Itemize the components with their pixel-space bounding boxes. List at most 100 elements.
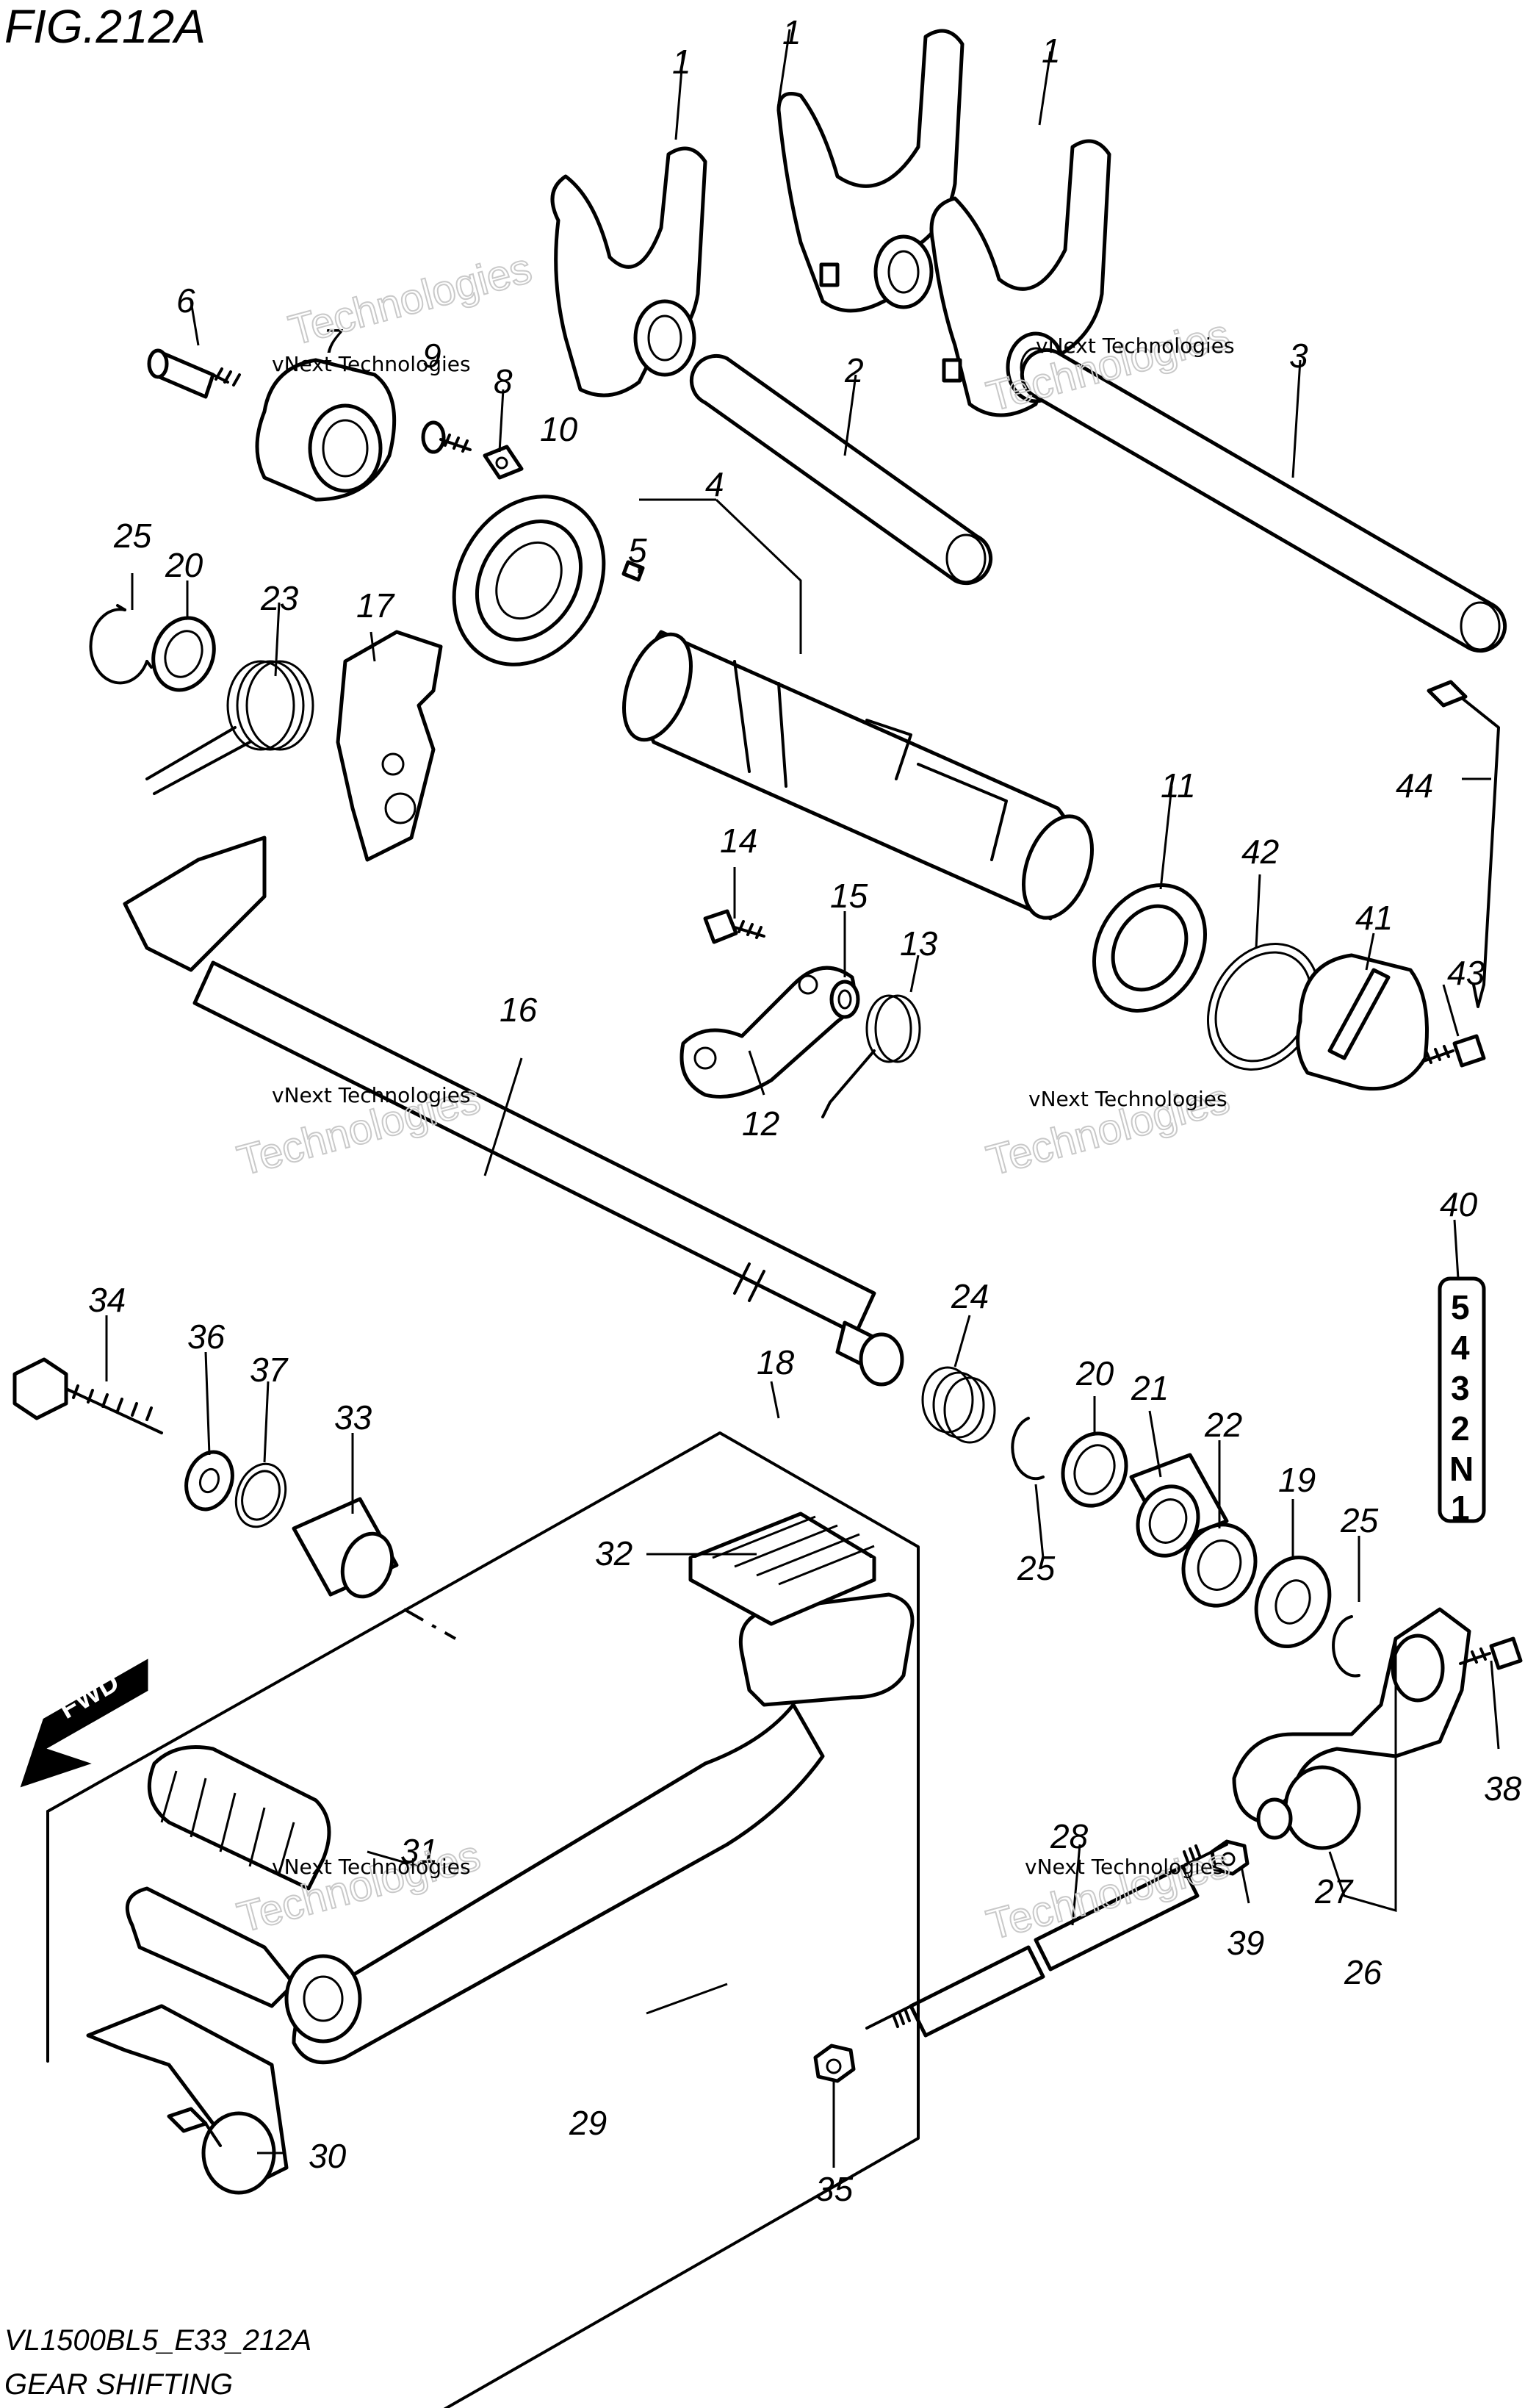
callout-31: 31 [400, 1832, 438, 1870]
callout-1-middle: 1 [782, 13, 801, 51]
callout-7: 7 [323, 322, 343, 360]
callout-13: 13 [900, 924, 938, 963]
callout-10: 10 [540, 410, 578, 448]
callout-6: 6 [176, 281, 195, 320]
gearshift-link-rod [865, 1843, 1228, 2038]
callout-40: 40 [1440, 1185, 1478, 1223]
callout-29: 29 [569, 2104, 607, 2142]
shaft-return-spring [145, 660, 314, 795]
callout-24: 24 [951, 1277, 989, 1315]
gear-pos-5: 5 [1451, 1288, 1470, 1326]
gearshift-cam [621, 630, 1095, 921]
gear-pos-2: 2 [1451, 1409, 1470, 1448]
callout-labels: 1 1 1 2 3 4 5 6 7 8 9 10 11 12 13 14 15 … [88, 13, 1522, 2208]
callout-36: 36 [187, 1318, 226, 1356]
bearing-upper [452, 495, 606, 666]
callout-9: 9 [422, 337, 441, 375]
figure-title: FIG.212A [4, 0, 206, 53]
gear-position-indicator: 5 4 3 2 N 1 [1438, 1276, 1486, 1527]
callout-14: 14 [720, 822, 757, 860]
figure-section-name: GEAR SHIFTING [4, 2368, 233, 2401]
callout-30: 30 [309, 2137, 347, 2175]
gearshift-pedal [86, 1592, 915, 2185]
callout-1-right: 1 [1042, 32, 1061, 70]
callout-23: 23 [260, 579, 299, 617]
callout-37: 37 [250, 1351, 289, 1389]
callout-1-left: 1 [672, 43, 691, 81]
pedal-rubber-toe [147, 1745, 331, 1891]
gear-position-wire [1427, 680, 1500, 1008]
callout-20-upper: 20 [165, 546, 203, 584]
watermark-low-right: vNext Technologies [1025, 1855, 1224, 1879]
pin [147, 348, 241, 399]
shift-fork-left [550, 146, 707, 398]
callout-5: 5 [628, 531, 647, 569]
circlip-lower-right [1332, 1615, 1360, 1678]
washer-thin [1254, 1555, 1332, 1649]
callout-35: 35 [815, 2170, 854, 2208]
callout-3: 3 [1289, 337, 1308, 375]
callout-39: 39 [1227, 1924, 1264, 1962]
callout-4: 4 [705, 465, 724, 503]
coil-spring [921, 1366, 996, 1444]
pedal-group-outline [46, 1431, 920, 2408]
callout-42: 42 [1241, 833, 1279, 871]
leader-lines [105, 29, 1500, 2168]
nut-upper [1210, 1839, 1250, 1876]
gear-pos-n: N [1449, 1450, 1474, 1488]
figure-model-code: VL1500BL5_E33_212A [4, 2324, 311, 2357]
callout-17: 17 [356, 586, 395, 625]
callout-16: 16 [500, 991, 538, 1029]
callout-19: 19 [1278, 1461, 1316, 1499]
oil-seal [1181, 1523, 1258, 1608]
callout-34: 34 [88, 1281, 126, 1319]
washer-pedal [184, 1450, 234, 1512]
callout-18: 18 [757, 1343, 795, 1381]
pedal-rubber-heel [688, 1512, 876, 1626]
shift-fork-middle [776, 29, 965, 313]
washer-lower [1061, 1431, 1128, 1508]
callout-15: 15 [830, 877, 868, 915]
callout-20-lower: 20 [1075, 1354, 1114, 1392]
callout-12: 12 [742, 1104, 779, 1143]
callout-25-upper: 25 [113, 517, 152, 555]
collar-pedal [292, 1497, 399, 1599]
screw [421, 420, 472, 454]
bolt-arm [1459, 1636, 1523, 1670]
callout-41: 41 [1355, 899, 1393, 937]
watermark-top-left-big: Technologies [284, 244, 537, 354]
callout-21: 21 [1131, 1369, 1169, 1407]
collar-small [829, 980, 860, 1019]
o-ring-pedal [234, 1462, 287, 1528]
circlip-upper [89, 604, 153, 685]
bearing-lower [1092, 883, 1207, 1013]
watermark-mid-right: vNext Technologies [1028, 1087, 1227, 1111]
callout-27: 27 [1314, 1872, 1354, 1911]
fork-shaft-short [689, 353, 993, 586]
callout-2: 2 [844, 351, 864, 389]
bolt-pedal [12, 1357, 163, 1434]
bolt-switch [1422, 1034, 1486, 1068]
callout-38: 38 [1484, 1769, 1522, 1808]
callout-43: 43 [1447, 954, 1485, 992]
link-rod-joint [167, 2107, 276, 2195]
watermark-mid-left: vNext Technologies [272, 1083, 471, 1107]
nut-lower [813, 2044, 856, 2083]
gear-pos-1: 1 [1451, 1489, 1470, 1527]
cam-stopper-spring [821, 994, 921, 1118]
callout-22: 22 [1204, 1406, 1242, 1444]
gear-position-switch [1296, 953, 1429, 1091]
fork-shaft-long [1020, 348, 1507, 653]
callout-26: 26 [1344, 1953, 1382, 1991]
watermark-top-left: vNext Technologies [272, 352, 471, 376]
watermark-top-right: vNext Technologies [1036, 334, 1235, 358]
callout-25-lower-left: 25 [1017, 1549, 1056, 1587]
plate [483, 445, 524, 480]
gearshift-arm [1232, 1607, 1471, 1850]
gearshift-shaft [123, 835, 904, 1387]
callout-25-lower-right: 25 [1340, 1501, 1379, 1539]
gear-pos-3: 3 [1451, 1369, 1470, 1407]
gear-pos-4: 4 [1451, 1329, 1470, 1367]
callout-8: 8 [494, 362, 513, 400]
